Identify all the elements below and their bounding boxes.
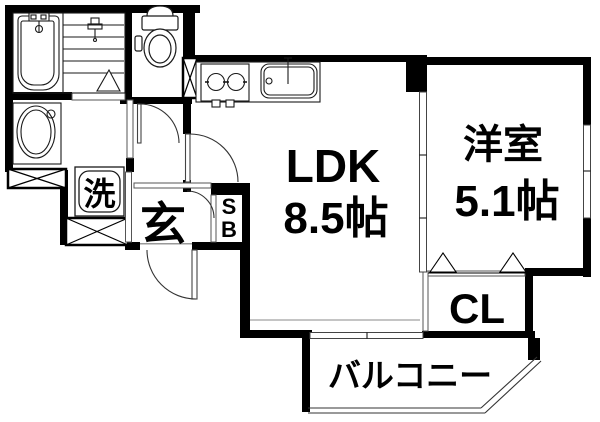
wall xyxy=(5,5,13,172)
kitchen xyxy=(195,57,321,108)
wall xyxy=(583,217,591,277)
wall xyxy=(525,268,533,338)
wall xyxy=(183,97,191,134)
room-label-western: 洋室 xyxy=(463,123,543,167)
stove-knob xyxy=(225,99,235,108)
wall xyxy=(192,242,250,250)
toilet-door xyxy=(136,103,180,144)
entrance-door xyxy=(146,249,198,300)
wall xyxy=(5,5,200,13)
entrance-step-line xyxy=(133,182,212,189)
washing-machine-space xyxy=(74,166,125,217)
wall xyxy=(125,5,132,98)
wall xyxy=(242,195,250,242)
toilet-tank xyxy=(141,15,179,31)
hatched-wall xyxy=(6,167,68,190)
wall xyxy=(422,331,535,338)
wall xyxy=(126,158,134,172)
sliding-window-balcony xyxy=(309,332,424,339)
stove-knob xyxy=(211,99,221,108)
partition-washer-entrance xyxy=(125,171,132,243)
washer-pan-inner xyxy=(78,170,121,213)
shoebox-left-wall xyxy=(210,194,217,243)
toilet xyxy=(134,5,179,68)
bathroom-inner-border xyxy=(12,12,126,94)
wall xyxy=(183,55,412,62)
bathroom xyxy=(12,12,126,94)
bath-corner-triangle xyxy=(96,68,121,92)
stove xyxy=(200,63,250,102)
room-size-western: 5.1帖 xyxy=(454,177,559,226)
wall xyxy=(420,57,591,65)
room-label-entrance: 玄 xyxy=(140,198,186,250)
hatched-wall xyxy=(181,56,199,100)
hatched-walls xyxy=(6,56,199,247)
washbasin-faucet xyxy=(46,109,56,119)
closet-left-wall xyxy=(422,270,429,332)
room-label-washer: 洗 xyxy=(83,176,115,212)
wall xyxy=(240,330,312,338)
room-label-ldk: LDK xyxy=(286,140,381,192)
bathroom-door-track xyxy=(71,92,126,101)
wall xyxy=(183,5,195,60)
entrance-inner-door-arc xyxy=(186,190,215,219)
room-label-shoebox-b: B xyxy=(221,217,237,242)
doors xyxy=(136,103,528,300)
wall xyxy=(5,92,72,100)
sliding-door-ldk-western xyxy=(419,91,427,273)
wall xyxy=(240,242,250,335)
toilet-tank-top xyxy=(146,5,174,18)
wall xyxy=(60,170,68,245)
window-western-room xyxy=(583,124,591,219)
shower-fixture-icon xyxy=(87,17,103,43)
wall xyxy=(302,338,310,412)
washer-pan xyxy=(74,166,125,217)
windows xyxy=(309,91,591,339)
labels: LDK 8.5帖 洋室 5.1帖 CL バルコニー 玄 洗 S B xyxy=(83,123,559,394)
hall-ldk-door xyxy=(184,133,239,183)
wall xyxy=(211,183,250,195)
bathtub xyxy=(17,15,60,91)
washbasin-counter xyxy=(12,102,62,165)
bath-tile-lines xyxy=(63,24,124,74)
wall xyxy=(525,268,591,276)
washbasin xyxy=(12,102,62,165)
room-label-closet: CL xyxy=(449,285,505,332)
stove-burners xyxy=(205,72,247,92)
wall xyxy=(120,97,192,104)
closet-bifold-doors xyxy=(428,252,528,274)
wall xyxy=(528,338,540,360)
kitchen-counter xyxy=(195,61,321,103)
washbasin-bowl xyxy=(16,105,56,159)
partition-washroom-hall xyxy=(126,99,134,159)
kitchen-sink xyxy=(260,57,318,99)
balcony-railing xyxy=(308,356,542,414)
wall xyxy=(583,57,591,127)
room-size-ldk: 8.5帖 xyxy=(283,194,388,243)
toilet-flush-lever xyxy=(134,35,143,52)
room-label-shoebox-s: S xyxy=(222,194,237,219)
walls xyxy=(5,5,591,412)
wall xyxy=(125,242,140,250)
hatched-wall xyxy=(64,216,130,247)
room-label-balcony: バルコニー xyxy=(328,357,492,394)
bathtub-faucet xyxy=(28,12,50,34)
